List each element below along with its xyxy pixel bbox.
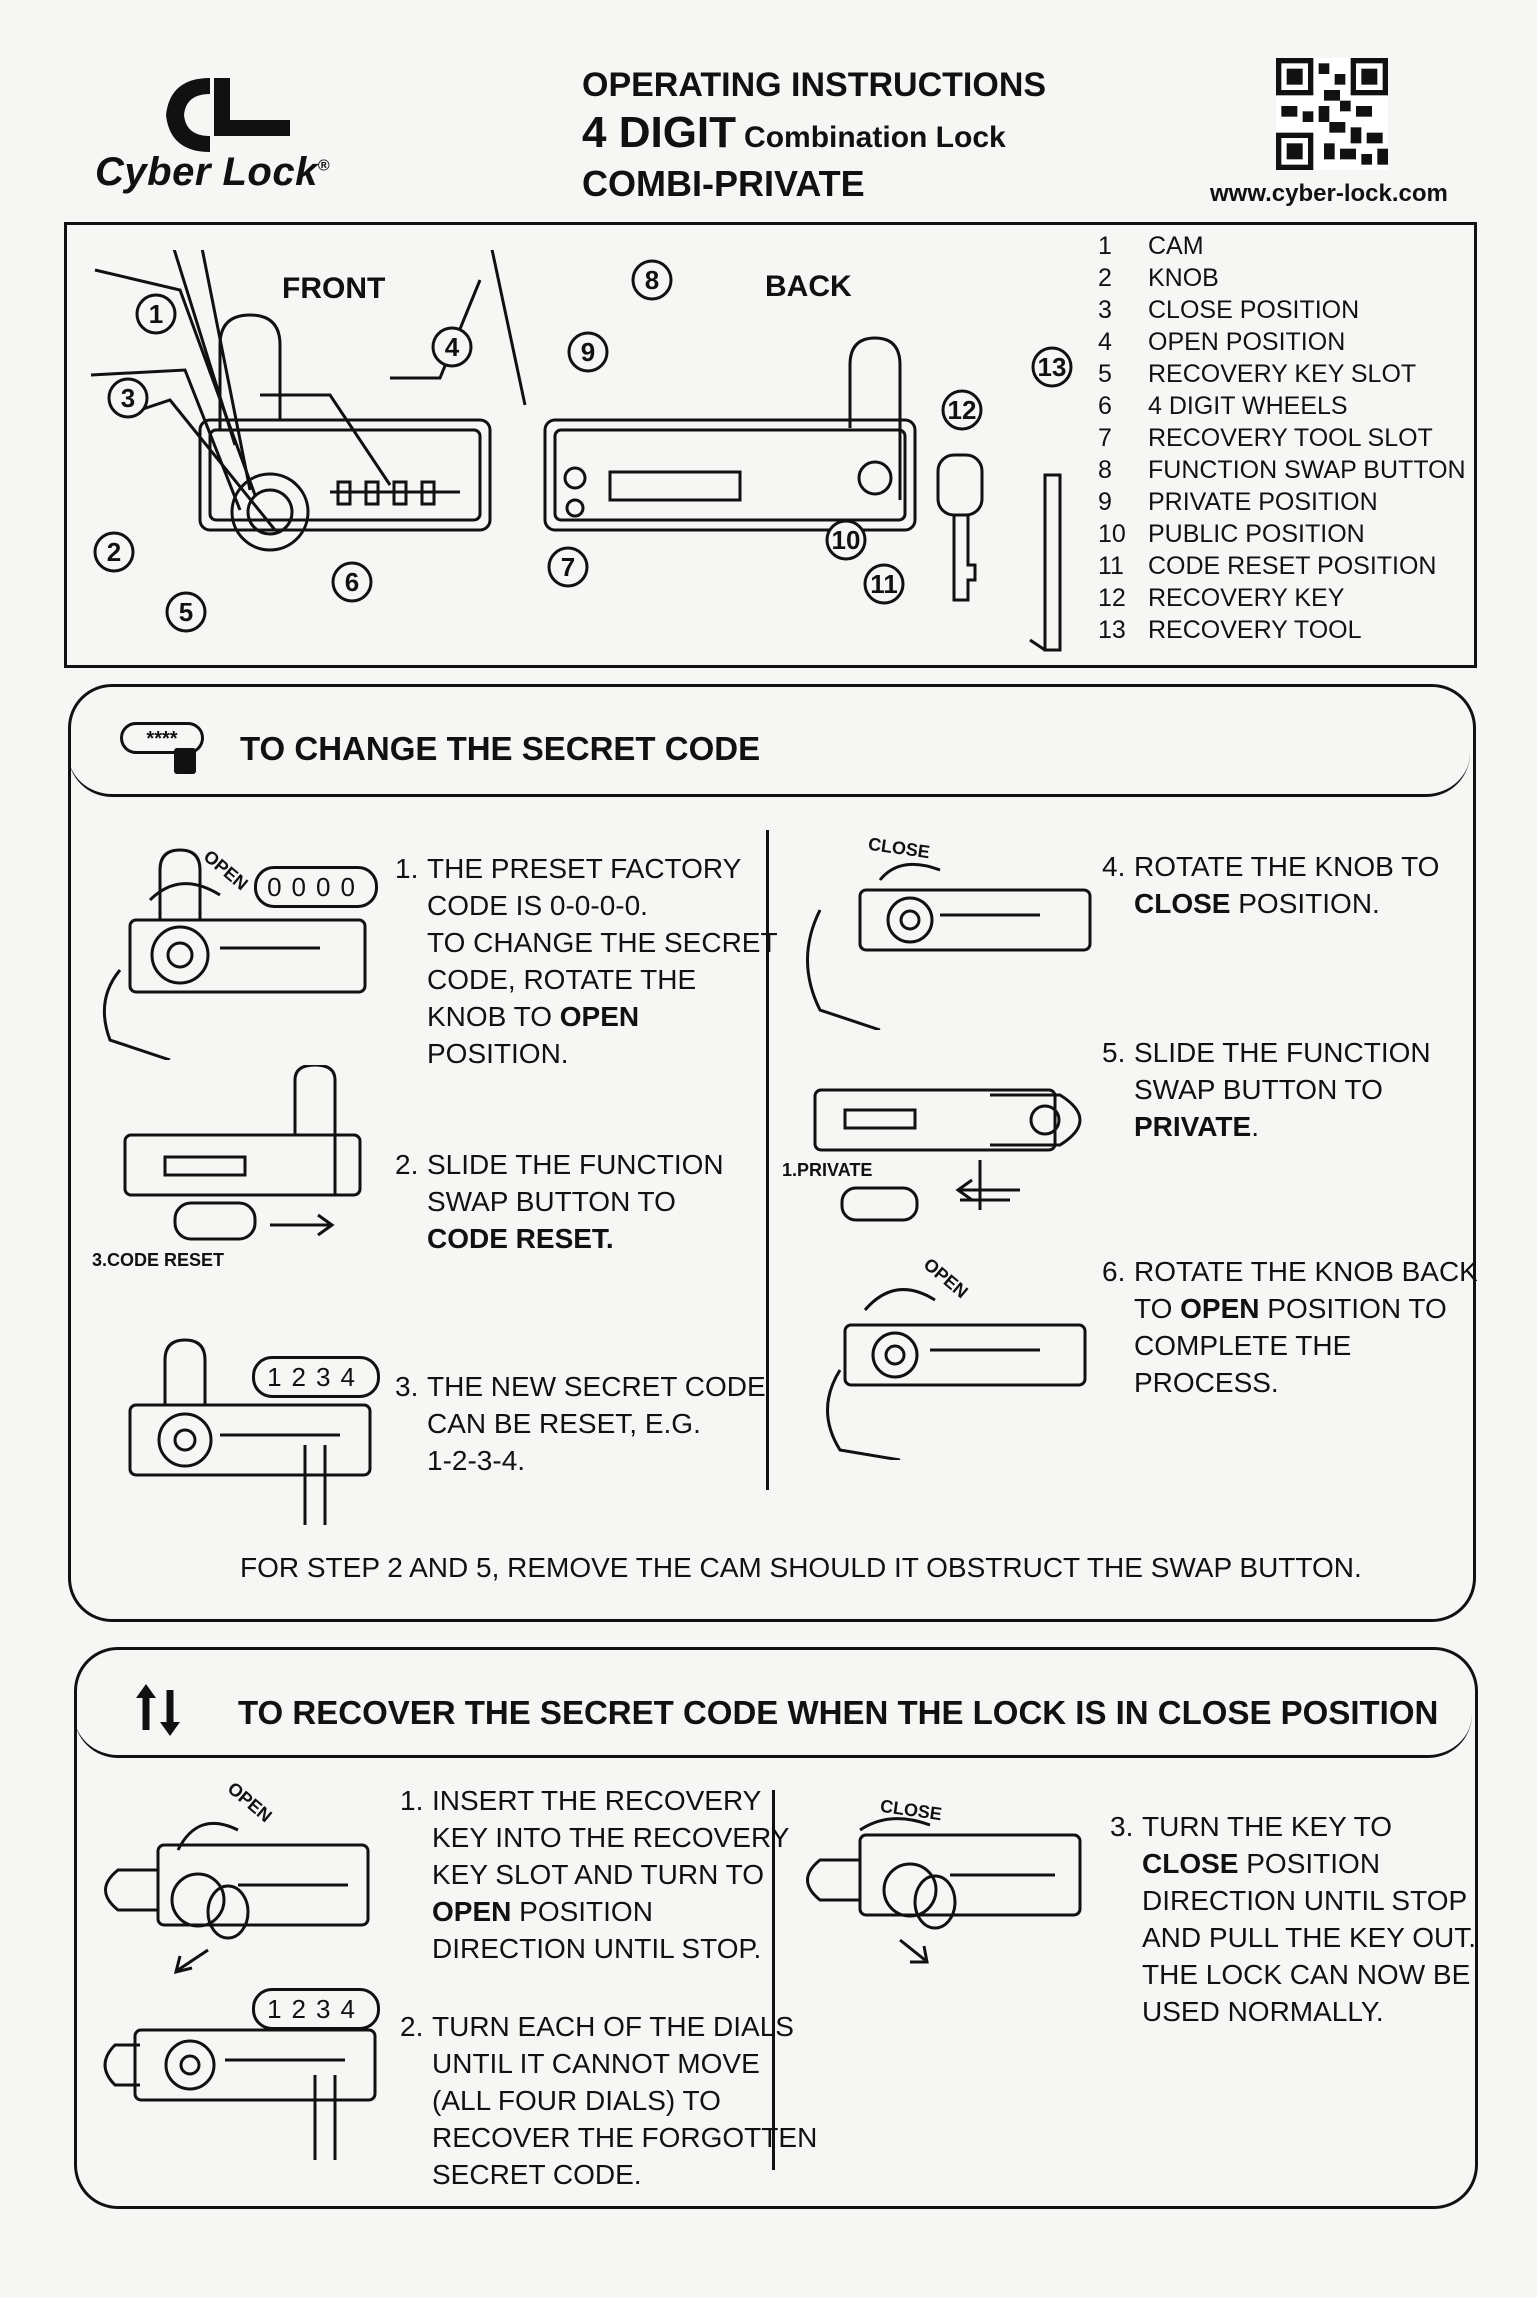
- callout-2: 2: [93, 531, 135, 573]
- front-label: FRONT: [282, 272, 386, 305]
- recover-code-title: TO RECOVER THE SECRET CODE WHEN THE LOCK…: [238, 1694, 1439, 1731]
- recover-step-1: 1.INSERT THE RECOVERY KEY INTO THE RECOV…: [400, 1785, 790, 1964]
- swap-button-track: [608, 470, 742, 502]
- model-name: COMBI-PRIVATE: [582, 163, 865, 204]
- step3-illustration: [128, 1338, 372, 1525]
- step6-illustration: [826, 1288, 1087, 1460]
- svg-text:10: 10: [832, 525, 861, 555]
- cyber-lock-logo: [166, 78, 290, 152]
- svg-text:1: 1: [149, 299, 163, 329]
- callout-1: 1: [135, 293, 177, 335]
- website-url: www.cyber-lock.com: [1210, 180, 1448, 207]
- lock-code-icon: ****: [120, 722, 206, 784]
- private-tag: 1.PRIVATE: [782, 1160, 873, 1180]
- change-step-6: 6.ROTATE THE KNOB BACK TO OPEN POSITION …: [1102, 1256, 1478, 1398]
- step1-illustration: [102, 848, 367, 1060]
- recover-code-section: [74, 1647, 1478, 2209]
- callout-12: 12: [941, 389, 983, 431]
- step4-illustration: [806, 862, 1092, 1030]
- front-cam-shape: [218, 313, 282, 430]
- callout-9: 9: [567, 331, 609, 373]
- recover-column-divider: [772, 1790, 775, 2170]
- lock-parts-illustration: [90, 250, 1062, 652]
- change-step-2: 2.SLIDE THE FUNCTION SWAP BUTTON TO CODE…: [395, 1149, 724, 1254]
- recovery-key-shape: [936, 453, 984, 517]
- svg-text:6: 6: [345, 567, 359, 597]
- back-label: BACK: [765, 270, 852, 303]
- svg-text:7: 7: [561, 552, 575, 582]
- change-code-title: TO CHANGE THE SECRET CODE: [240, 730, 761, 767]
- svg-text:3: 3: [121, 383, 135, 413]
- change-code-header: [68, 684, 1470, 797]
- svg-text:13: 13: [1038, 352, 1067, 382]
- change-step-5: 5.SLIDE THE FUNCTION SWAP BUTTON TO PRIV…: [1102, 1037, 1431, 1142]
- doc-title: OPERATING INSTRUCTIONS: [582, 66, 1047, 104]
- change-step-4: 4.ROTATE THE KNOB TO CLOSE POSITION.: [1102, 851, 1440, 919]
- recovery-tool-shape: [1043, 473, 1062, 652]
- callout-11: 11: [863, 563, 905, 605]
- change-step-3: 3.THE NEW SECRET CODE CAN BE RESET, E.G.…: [395, 1371, 766, 1476]
- part-callouts: 1 3 2 5 4 6 8 9 7 10 11 12 13: [93, 259, 1073, 633]
- callout-3: 3: [107, 377, 149, 419]
- code-reset-tag: 3.CODE RESET: [92, 1250, 225, 1270]
- change-step-1: 1.THE PRESET FACTORY CODE IS 0-0-0-0. TO…: [395, 853, 778, 1069]
- callout-13: 13: [1031, 346, 1073, 388]
- callout-8: 8: [631, 259, 673, 301]
- back-cam-shape: [848, 336, 902, 500]
- callout-4: 4: [431, 326, 473, 368]
- back-screw: [857, 460, 893, 496]
- parts-diagram-box: [64, 222, 1477, 668]
- recover-step3-illustration: [806, 1817, 1082, 1964]
- change-code-section: [68, 684, 1476, 1622]
- qr-code: [1276, 58, 1388, 170]
- svg-text:2: 2: [107, 537, 121, 567]
- recover-code-header: [74, 1647, 1472, 1758]
- recover-step2-illustration: [103, 2028, 377, 2160]
- callout-6: 6: [331, 561, 373, 603]
- svg-text:12: 12: [948, 395, 977, 425]
- svg-text:5: 5: [179, 597, 193, 627]
- brand-name: Cyber Lock®: [95, 150, 331, 194]
- svg-text:11: 11: [870, 569, 898, 599]
- recover-code-dial: 1234: [252, 1988, 380, 2030]
- cam-note: FOR STEP 2 AND 5, REMOVE THE CAM SHOULD …: [240, 1552, 1362, 1583]
- factory-code-dial: 0000: [254, 866, 378, 908]
- svg-text:4: 4: [445, 332, 460, 362]
- svg-text:9: 9: [581, 337, 595, 367]
- recover-step-3: 3.TURN THE KEY TO CLOSE POSITION DIRECTI…: [1110, 1811, 1477, 2027]
- step2-illustration: [123, 1065, 362, 1241]
- recover-step1-illustration: [104, 1821, 370, 1975]
- recover-step-2: 2.TURN EACH OF THE DIALS UNTIL IT CANNOT…: [400, 2011, 818, 2190]
- callout-5: 5: [165, 591, 207, 633]
- back-lock-body: [543, 418, 917, 532]
- svg-text:8: 8: [645, 265, 659, 295]
- callout-10: 10: [825, 519, 867, 561]
- front-knob: [230, 472, 310, 552]
- step5-illustration: [813, 1088, 1082, 1222]
- code-badge: ****: [120, 722, 204, 754]
- refresh-icon: [136, 1684, 180, 1736]
- column-divider: [766, 830, 769, 1490]
- new-code-dial: 1234: [252, 1356, 380, 1398]
- callout-7: 7: [547, 546, 589, 588]
- front-digit-wheels: [330, 480, 460, 506]
